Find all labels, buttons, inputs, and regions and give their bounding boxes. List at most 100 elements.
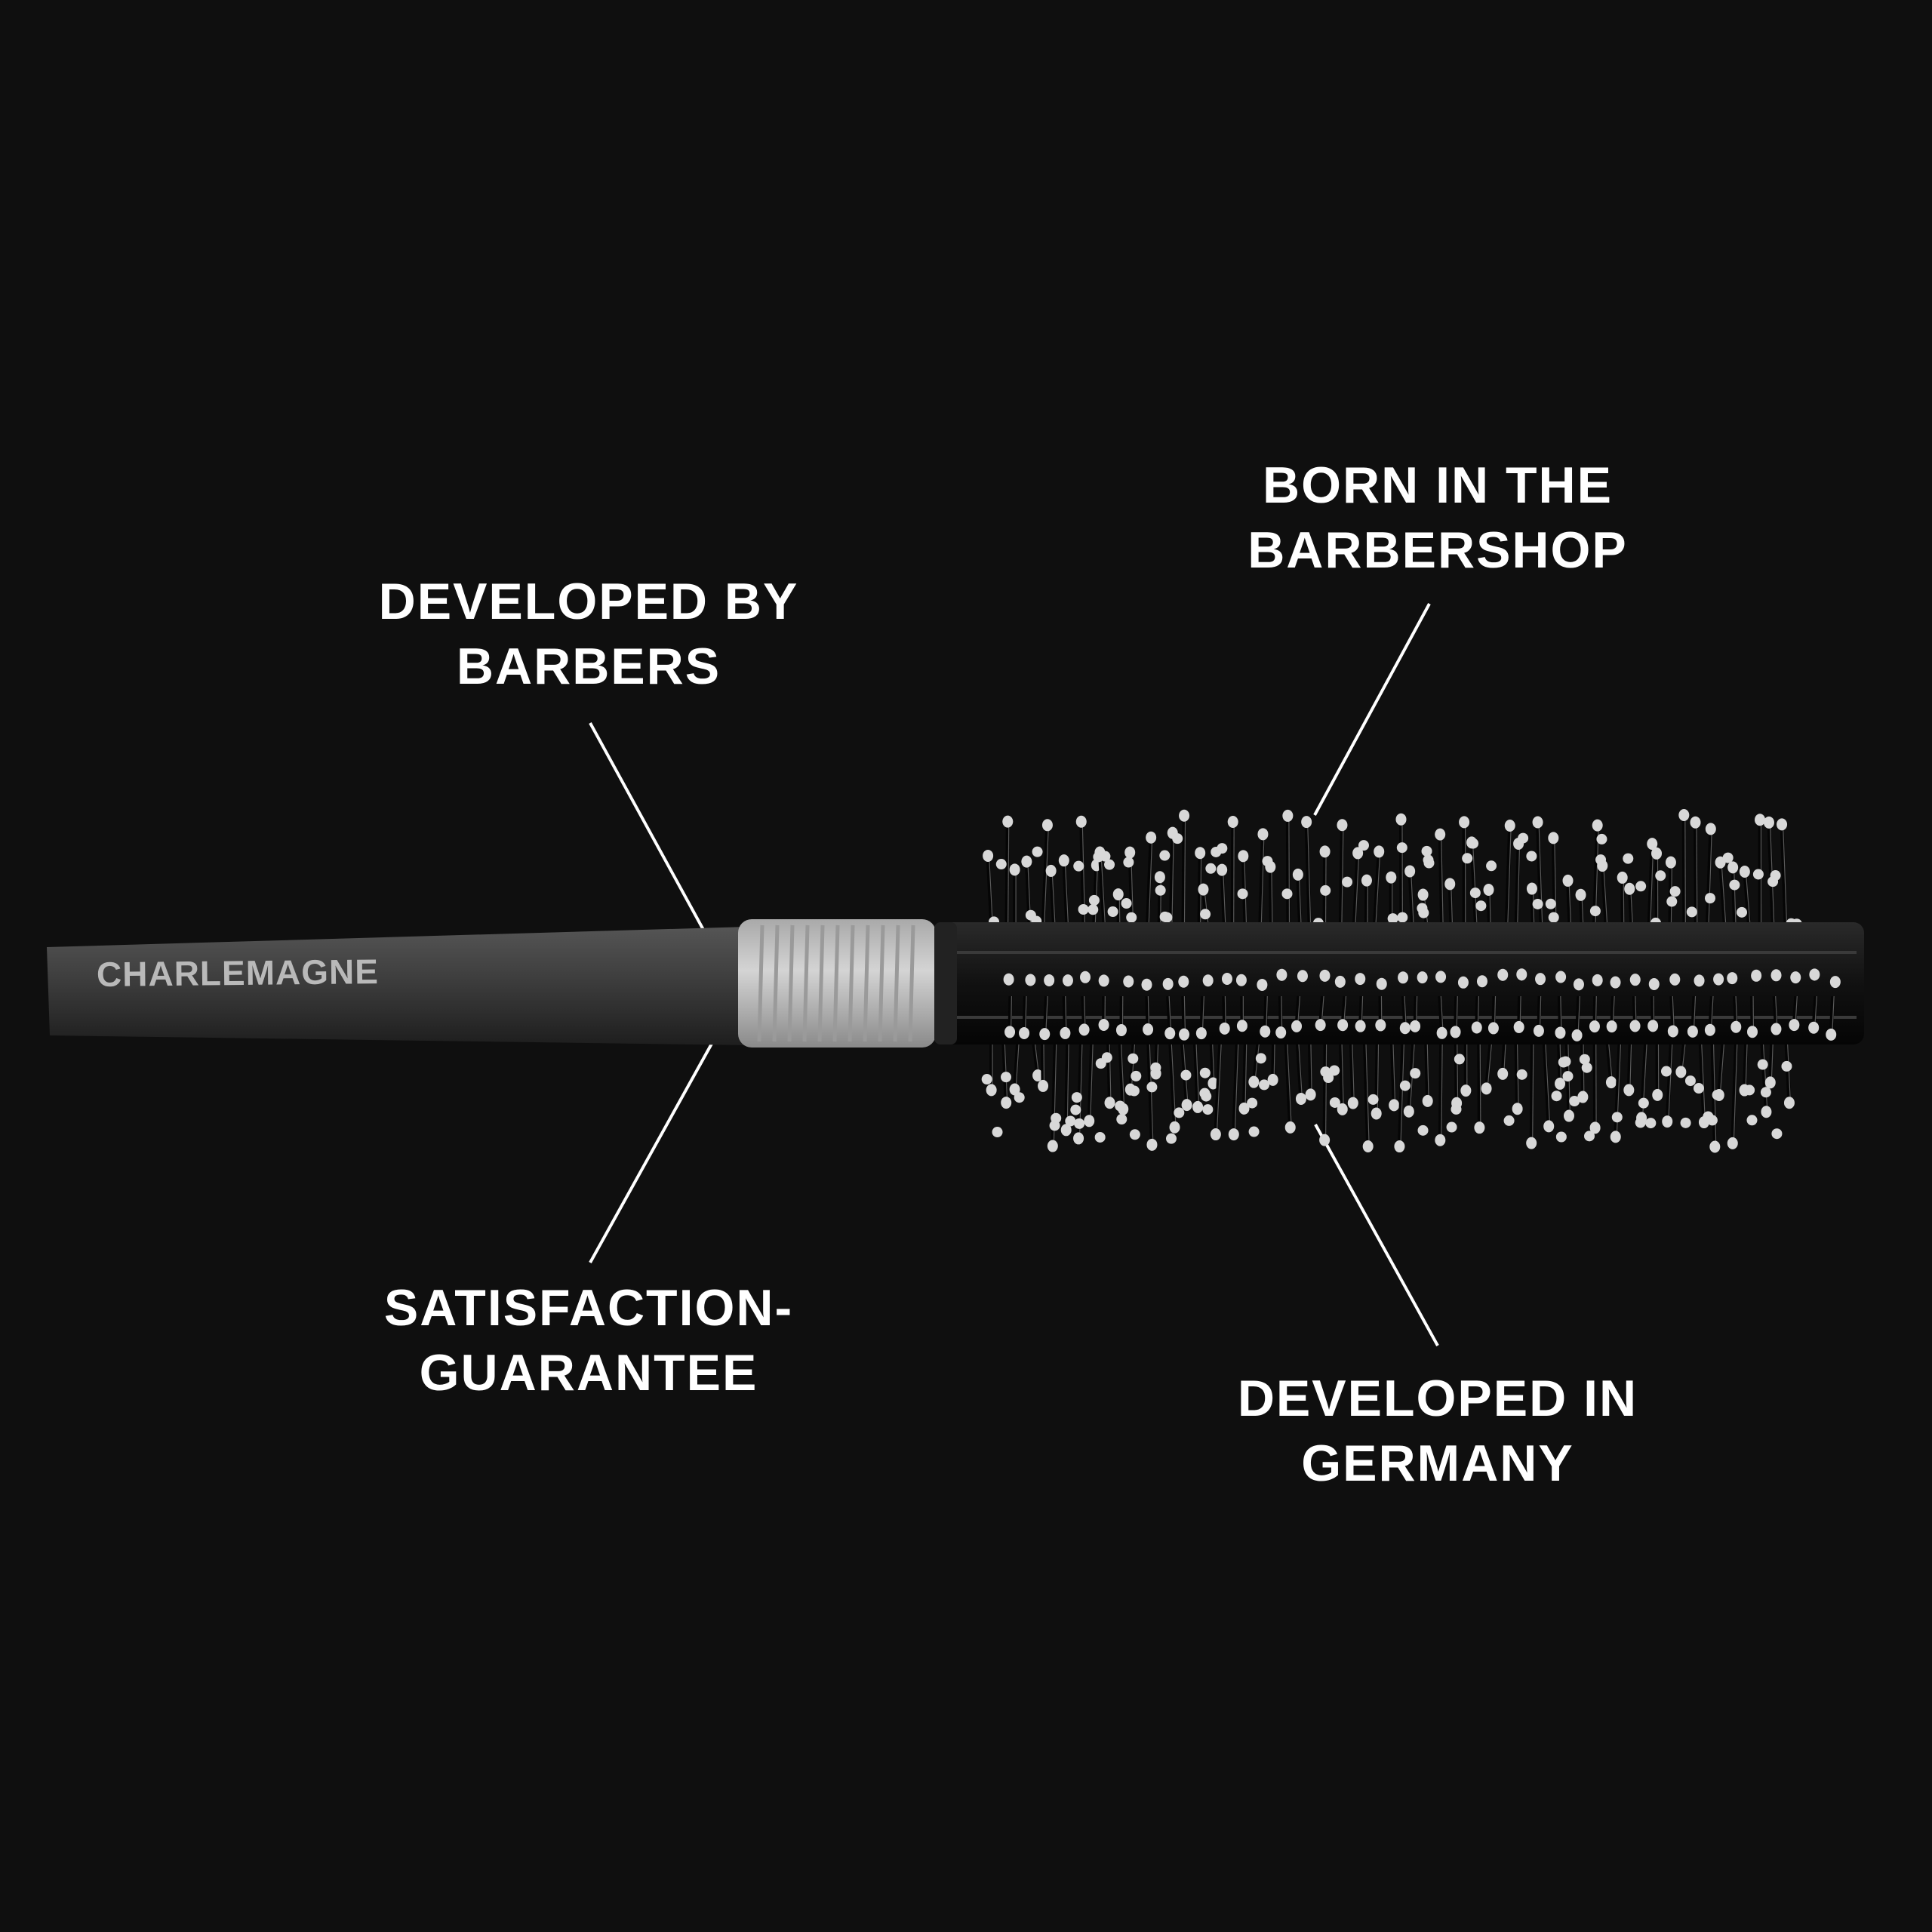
bristle-tip [1744, 1084, 1755, 1096]
bristle [1678, 809, 1690, 937]
bristle-tip [1666, 896, 1678, 907]
bristle [1041, 819, 1053, 937]
bristle [1450, 995, 1461, 1038]
callout-developed-by-barbers: DEVELOPED BY BARBERS [287, 569, 891, 699]
bristle-tip [1645, 1118, 1657, 1129]
bristle [1039, 995, 1051, 1041]
bristle-tip [1655, 870, 1666, 881]
bristle-tip [1595, 854, 1607, 866]
bristle-tip [1065, 1115, 1076, 1127]
bristle-tip [1475, 900, 1487, 912]
bristle-tip [1423, 854, 1434, 866]
bristle [1228, 1033, 1240, 1141]
bristle [1337, 1033, 1348, 1115]
bristle [1257, 828, 1269, 937]
bristle-tip [1468, 838, 1479, 849]
bristle [1347, 1033, 1358, 1109]
callout-text-line: DEVELOPED BY [378, 573, 799, 630]
bristle [1704, 995, 1715, 1036]
bristle-tip [1129, 1129, 1140, 1140]
bristle [1589, 1033, 1601, 1134]
bristle [1178, 975, 1189, 988]
callout-line-germany [1314, 1124, 1439, 1346]
bristle [1629, 974, 1641, 986]
bristle-tip [1545, 898, 1556, 909]
grip-rib [863, 924, 870, 1042]
callout-text-line: GERMANY [1301, 1435, 1574, 1492]
bristle [1227, 815, 1238, 937]
bristle [1513, 837, 1524, 937]
grip-rib [832, 924, 840, 1042]
callout-text-line: BORN IN THE [1263, 457, 1613, 514]
bristle-tip [995, 859, 1007, 870]
bristle [1636, 1033, 1648, 1124]
grip-rib [802, 924, 810, 1042]
bristle-tip [1399, 1080, 1411, 1091]
bristle [1694, 974, 1705, 987]
callout-line-barbers [589, 722, 713, 946]
bristle [1141, 978, 1152, 991]
bristle-tip [1126, 912, 1137, 923]
bristle [1647, 838, 1658, 937]
bristle [1504, 819, 1515, 937]
callout-satisfaction-guarantee: SATISFACTION- GUARANTEE [287, 1275, 891, 1405]
grip-rib [757, 924, 764, 1042]
bristle [1376, 977, 1387, 990]
bristle [1809, 968, 1820, 982]
bristle [1375, 995, 1386, 1032]
bristle [1115, 995, 1127, 1036]
bristle [1435, 971, 1447, 983]
bristle-tip [1712, 1089, 1723, 1100]
bristle [1025, 974, 1036, 986]
bristle [1047, 1033, 1058, 1152]
callout-text-line: GUARANTEE [419, 1344, 758, 1401]
grip-rib [817, 924, 825, 1042]
bristle-tip [1548, 912, 1559, 923]
bristle-tip [1669, 886, 1681, 897]
bristle [1180, 1033, 1192, 1112]
bristle [1355, 995, 1366, 1032]
bristle [1610, 1033, 1623, 1143]
bristle [1062, 974, 1073, 987]
bristle-tip [1237, 888, 1248, 900]
bristle-tip [1680, 1117, 1691, 1128]
bristle [1667, 995, 1678, 1038]
bristle-tip [1150, 1062, 1161, 1073]
brush-grip [738, 919, 936, 1048]
bristle-tip [1014, 1092, 1025, 1103]
bristle-tip [1180, 1069, 1192, 1081]
bristle-tip [1329, 1065, 1340, 1076]
bristle-tip [1486, 860, 1497, 872]
bristle-tip [1767, 876, 1779, 888]
bristle [1526, 1033, 1537, 1149]
bristle-tip [1201, 1091, 1212, 1102]
bristle [1592, 819, 1603, 937]
bristle-tip [1248, 1126, 1260, 1137]
bristle-tip [1123, 857, 1134, 868]
bristle [1295, 1033, 1306, 1105]
bristle-tip [1558, 1057, 1569, 1068]
brand-wordmark: CHARLEMAGNE [96, 952, 380, 994]
bristle-tip [1746, 1115, 1758, 1126]
bristle-tip [1722, 852, 1734, 863]
bristle [1555, 995, 1566, 1039]
bristle [1044, 974, 1055, 986]
bristle-tip [1128, 1085, 1140, 1097]
bristle-tip [1172, 833, 1183, 844]
bristle [1291, 995, 1303, 1032]
bristle [1589, 995, 1600, 1033]
bristle-tip [1526, 851, 1537, 862]
bristle-tip [1367, 1094, 1379, 1105]
bristle [1319, 1033, 1331, 1146]
bristle-tip [1107, 906, 1118, 917]
bristle [1648, 978, 1660, 991]
bristle [1662, 1033, 1674, 1128]
bristle-tip [1417, 1124, 1429, 1136]
bristle-tip [1704, 893, 1715, 904]
bristle [1705, 823, 1716, 937]
bristle [1282, 809, 1294, 937]
bristle-tip [1255, 1053, 1266, 1064]
bristle [1533, 995, 1544, 1037]
bristle-tip [1421, 845, 1432, 857]
